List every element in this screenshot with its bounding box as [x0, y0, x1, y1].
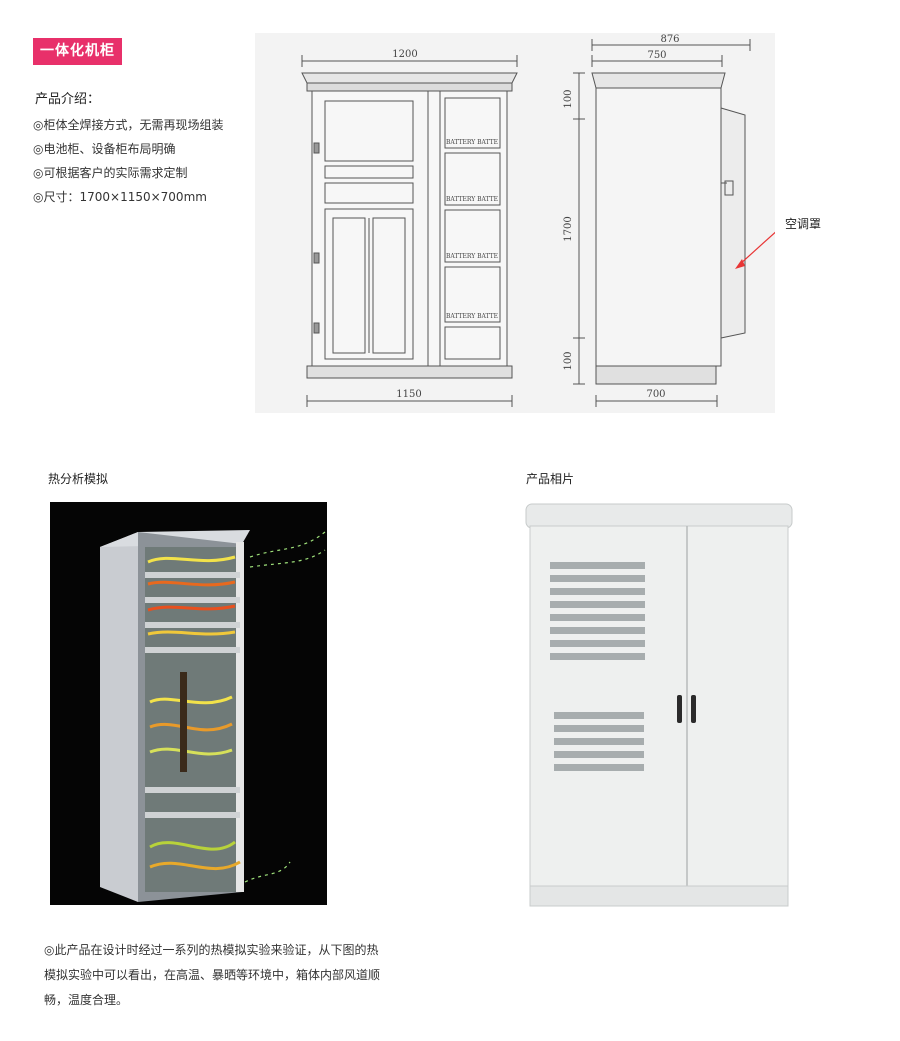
sim-label: 热分析模拟	[48, 472, 109, 486]
dim-front-top: 1200	[392, 49, 417, 60]
product-photo	[524, 500, 794, 910]
technical-drawing: 1200 1150 876 750 700 100 1700 100 BATTE…	[255, 33, 775, 413]
photo-label: 产品相片	[526, 472, 575, 486]
dim-height-top: 100	[563, 89, 574, 108]
intro-bullet: ◎电池柜、设备柜布局明确	[33, 142, 176, 156]
dim-height-base: 100	[563, 351, 574, 370]
intro-bullet: ◎尺寸：1700×1150×700mm	[33, 190, 207, 204]
dim-front-bottom: 1150	[396, 389, 421, 400]
battery-label: BATTERY BATTE	[446, 139, 498, 146]
callout-label: 空调罩	[785, 217, 822, 231]
intro-heading: 产品介绍：	[35, 92, 101, 107]
dim-height-total: 1700	[563, 216, 574, 241]
intro-bullet: ◎柜体全焊接方式，无需再现场组装	[33, 118, 224, 132]
thermal-simulation-image	[50, 502, 327, 905]
battery-label: BATTERY BATTE	[446, 253, 498, 260]
intro-list: ◎柜体全焊接方式，无需再现场组装 ◎电池柜、设备柜布局明确 ◎可根据客户的实际需…	[33, 113, 223, 209]
intro-bullet: ◎可根据客户的实际需求定制	[33, 166, 188, 180]
conclusion-text: ◎此产品在设计时经过一系列的热模拟实验来验证，从下图的热模拟实验中可以看出，在高…	[44, 943, 381, 1007]
title-tag: 一体化机柜	[33, 38, 122, 65]
battery-label: BATTERY BATTE	[446, 196, 498, 203]
dim-side-depth: 700	[646, 389, 665, 400]
battery-label: BATTERY BATTE	[446, 313, 498, 320]
dim-side-total: 876	[660, 34, 679, 45]
dim-side-body: 750	[647, 50, 666, 61]
